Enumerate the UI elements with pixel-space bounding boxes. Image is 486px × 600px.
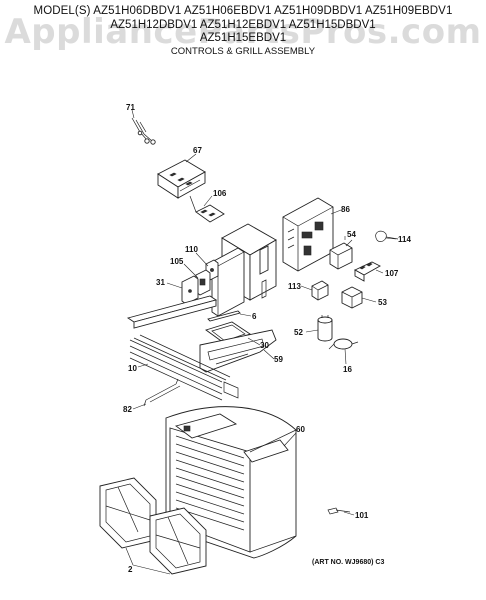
part-86-circuit-board [282,197,334,272]
model-list-line-1: MODEL(S) AZ51H06DBDV1 AZ51H06EBDV1 AZ51H… [33,5,453,17]
callout-10: 10 [128,364,137,373]
callout-52: 52 [294,328,303,337]
part-113-bracket [311,280,329,301]
part-71-wire-bundle [131,117,156,145]
part-59-grill-frame [126,295,277,373]
callout-113: 113 [288,282,301,291]
callout-106: 106 [213,189,227,198]
control-housing-assembly [211,223,277,317]
callout-67: 67 [193,146,202,155]
part-2-filters [99,477,207,575]
part-82-rod [143,378,181,407]
callout-2: 2 [128,565,133,574]
part-53-capacitor-box [341,286,363,309]
callout-60: 60 [296,425,305,434]
callout-leaders [125,109,397,575]
callout-105: 105 [170,257,184,266]
art-number: (ART NO. WJ9680) C3 [312,559,385,566]
part-114-wire [375,230,399,242]
part-107-terminal-block [354,261,381,282]
model-list-line-3: AZ51H15EBDV1 [199,32,287,44]
part-6-strip [207,310,241,322]
part-31-knob-bracket [181,275,199,305]
part-106-control-board [189,195,225,223]
assembly-title: CONTROLS & GRILL ASSEMBLY [170,46,316,57]
callout-82: 82 [123,405,132,414]
callout-110: 110 [185,245,198,254]
callout-71: 71 [126,103,135,112]
callout-107: 107 [385,269,399,278]
callout-86: 86 [341,205,350,214]
callout-30: 30 [260,341,269,350]
callout-59: 59 [274,355,283,364]
callout-16: 16 [343,365,352,374]
model-list-line-2: AZ51H12DBDV1 AZ51H12EBDV1 AZ51H15DBDV1 [110,19,376,31]
callout-6: 6 [252,312,257,321]
callout-31: 31 [156,278,165,287]
part-101-screw [327,507,351,515]
callout-54: 54 [347,230,356,239]
part-67-control-cover [157,159,206,199]
part-16-strap [328,338,359,350]
callout-53: 53 [378,298,387,307]
callout-114: 114 [398,235,411,244]
callout-101: 101 [355,511,369,520]
part-54-relay [329,236,353,270]
part-52-capacitor [317,315,333,342]
watermark-logo: AppliancePartsPros.com [4,12,482,52]
